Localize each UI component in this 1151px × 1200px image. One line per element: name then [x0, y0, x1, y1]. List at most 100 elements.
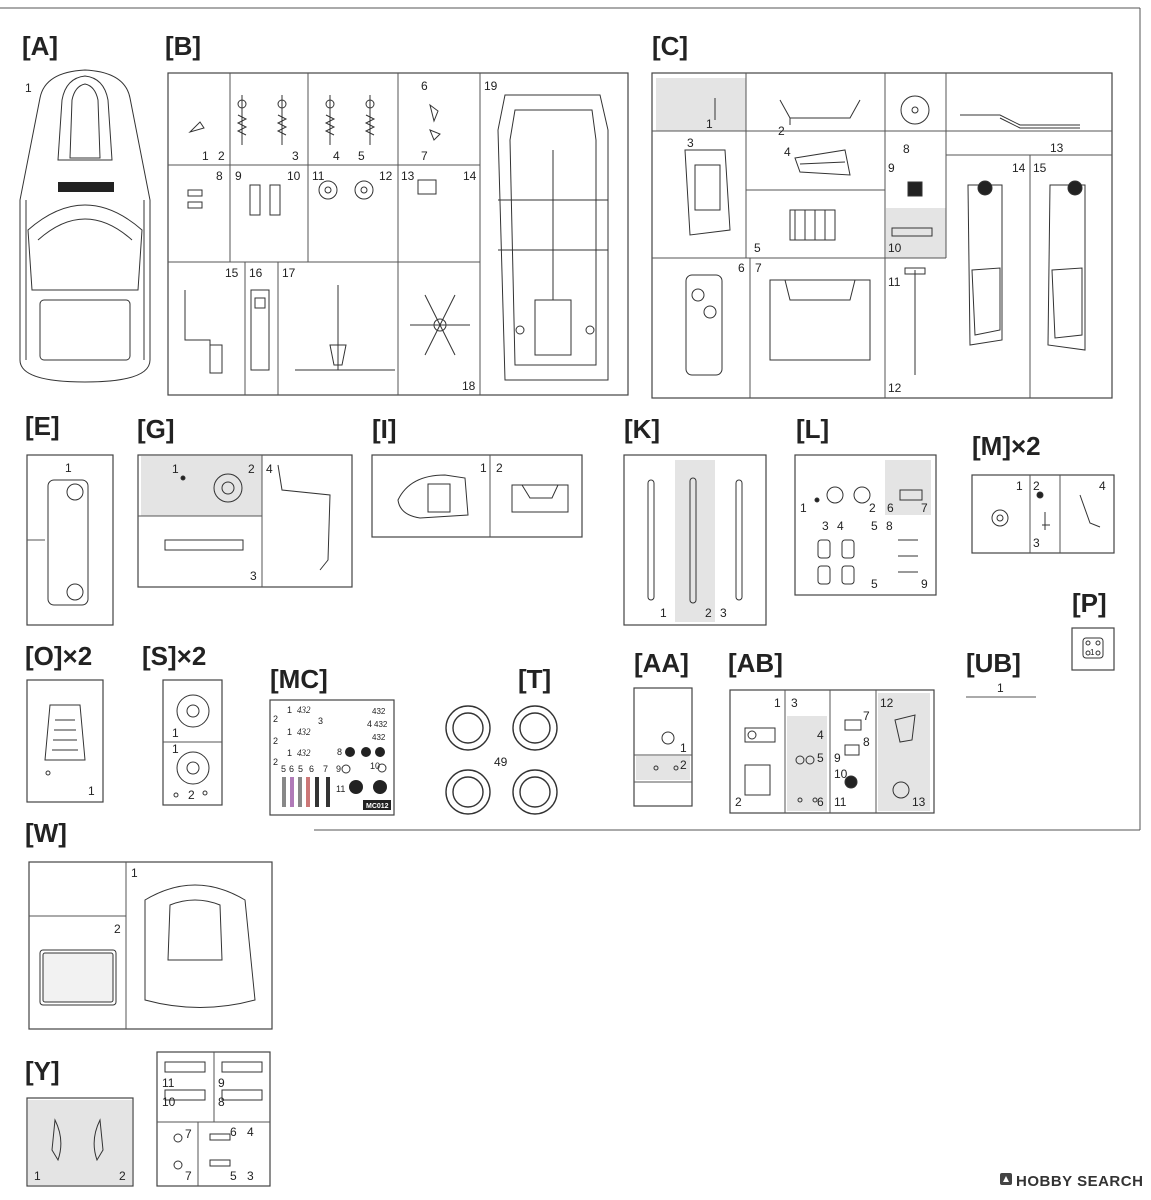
svg-text:13: 13	[912, 795, 926, 809]
svg-text:11: 11	[888, 275, 901, 289]
svg-text:8: 8	[216, 169, 223, 183]
svg-text:2: 2	[778, 124, 785, 138]
svg-text:4: 4	[266, 462, 273, 476]
svg-text:1: 1	[774, 696, 781, 710]
svg-text:432: 432	[372, 733, 386, 742]
sprue-label-p: [P]	[1072, 588, 1107, 618]
svg-text:4: 4	[333, 149, 340, 163]
sprue-label-k: [K]	[624, 414, 660, 444]
svg-text:2: 2	[273, 736, 278, 746]
svg-text:7: 7	[921, 501, 928, 515]
sprue-o: 1	[26, 679, 104, 803]
svg-text:1: 1	[1016, 479, 1023, 493]
sprue-k: 1 2 3	[623, 454, 767, 626]
svg-text:1: 1	[25, 81, 32, 95]
svg-text:5: 5	[298, 764, 303, 774]
svg-text:14: 14	[1012, 161, 1026, 175]
sprue-label-ub: [UB]	[966, 648, 1021, 678]
svg-text:9: 9	[336, 764, 341, 774]
svg-text:5: 5	[754, 241, 761, 255]
sprue-label-b: [B]	[165, 31, 201, 61]
svg-text:3: 3	[247, 1169, 254, 1183]
sprue-c: 1 2 3 4 5 6 7 8 9 10 11 12 13 14 15	[651, 72, 1113, 399]
svg-text:432: 432	[297, 727, 311, 737]
svg-text:432: 432	[297, 748, 311, 758]
sprue-aa: 1 2	[633, 687, 693, 807]
svg-text:7: 7	[185, 1169, 192, 1183]
sprue-label-e: [E]	[25, 411, 60, 441]
svg-text:49: 49	[494, 755, 508, 769]
svg-text:11: 11	[336, 784, 345, 794]
svg-text:2: 2	[1033, 479, 1040, 493]
svg-text:MC012: MC012	[366, 803, 389, 810]
svg-text:10: 10	[834, 767, 848, 781]
svg-text:12: 12	[880, 696, 894, 710]
svg-text:2: 2	[680, 758, 687, 772]
svg-text:4: 4	[1099, 479, 1106, 493]
svg-text:3: 3	[822, 519, 829, 533]
sprue-label-y: [Y]	[25, 1056, 60, 1086]
sprue-label-m: [M]×2	[972, 431, 1041, 461]
svg-text:2: 2	[496, 461, 503, 475]
svg-text:3: 3	[1033, 536, 1040, 550]
svg-text:2: 2	[705, 606, 712, 620]
sprue-s: 1 1 2	[162, 679, 223, 806]
svg-text:2: 2	[248, 462, 255, 476]
svg-text:9: 9	[218, 1076, 225, 1090]
svg-text:432: 432	[372, 707, 386, 716]
svg-text:8: 8	[886, 519, 893, 533]
svg-text:1: 1	[1090, 648, 1095, 657]
sprue-p: 1	[1071, 627, 1115, 671]
svg-text:3: 3	[318, 716, 323, 726]
sprue-m: 1 2 3 4	[971, 474, 1115, 554]
svg-text:7: 7	[863, 709, 870, 723]
svg-text:6: 6	[309, 764, 314, 774]
svg-text:8: 8	[863, 735, 870, 749]
svg-text:4: 4	[247, 1125, 254, 1139]
svg-text:10: 10	[888, 241, 902, 255]
svg-text:8: 8	[337, 747, 342, 757]
sprue-b-part-numbers: 1 2 3 4 5 6 7 8 9 10 11 12 13 14 15 16 1…	[202, 79, 498, 393]
svg-text:10: 10	[162, 1095, 176, 1109]
sprue-label-mc: [MC]	[270, 664, 328, 694]
svg-text:11: 11	[162, 1076, 175, 1090]
svg-text:5: 5	[281, 764, 286, 774]
sprue-c-part-numbers: 1 2 3 4 5 6 7 8 9 10 11 12 13 14 15	[687, 117, 1064, 395]
sprue-b: 1 2 3 4 5 6 7 8 9 10 11 12 13 14 15 16 1…	[167, 72, 629, 396]
svg-text:1: 1	[65, 461, 72, 475]
sprue-ab: 1 2 3 4 5 6 7 8 9 10 11 12 13	[729, 689, 935, 814]
svg-text:10: 10	[287, 169, 301, 183]
svg-text:1: 1	[172, 462, 179, 476]
svg-text:5: 5	[230, 1169, 237, 1183]
body-shell-part: 1	[19, 69, 151, 383]
svg-text:15: 15	[1033, 161, 1047, 175]
sprue-i: 1 2	[371, 454, 583, 538]
svg-text:4: 4	[817, 728, 824, 742]
sprue-label-l: [L]	[796, 414, 829, 444]
sprue-label-t: [T]	[518, 664, 551, 694]
sprue-e: 1	[26, 454, 114, 626]
svg-text:4: 4	[784, 145, 791, 159]
svg-text:1: 1	[800, 501, 807, 515]
svg-text:6: 6	[738, 261, 745, 275]
svg-text:16: 16	[249, 266, 263, 280]
svg-text:1: 1	[287, 748, 292, 758]
svg-text:15: 15	[225, 266, 239, 280]
svg-text:3: 3	[292, 149, 299, 163]
sprue-label-s: [S]×2	[142, 641, 206, 671]
svg-text:432: 432	[374, 720, 388, 729]
svg-text:9: 9	[888, 161, 895, 175]
svg-text:2: 2	[114, 922, 121, 936]
svg-text:1: 1	[680, 741, 687, 755]
svg-text:5: 5	[871, 577, 878, 591]
tires-t: 49	[445, 705, 558, 815]
sprue-y: 1 2 3 4 5 6 7 7 8 9 10 11	[26, 1051, 271, 1187]
svg-text:4: 4	[367, 719, 372, 729]
svg-text:7: 7	[323, 764, 328, 774]
svg-text:5: 5	[871, 519, 878, 533]
svg-text:7: 7	[755, 261, 762, 275]
svg-text:3: 3	[791, 696, 798, 710]
svg-text:18: 18	[462, 379, 476, 393]
svg-text:6: 6	[289, 764, 294, 774]
